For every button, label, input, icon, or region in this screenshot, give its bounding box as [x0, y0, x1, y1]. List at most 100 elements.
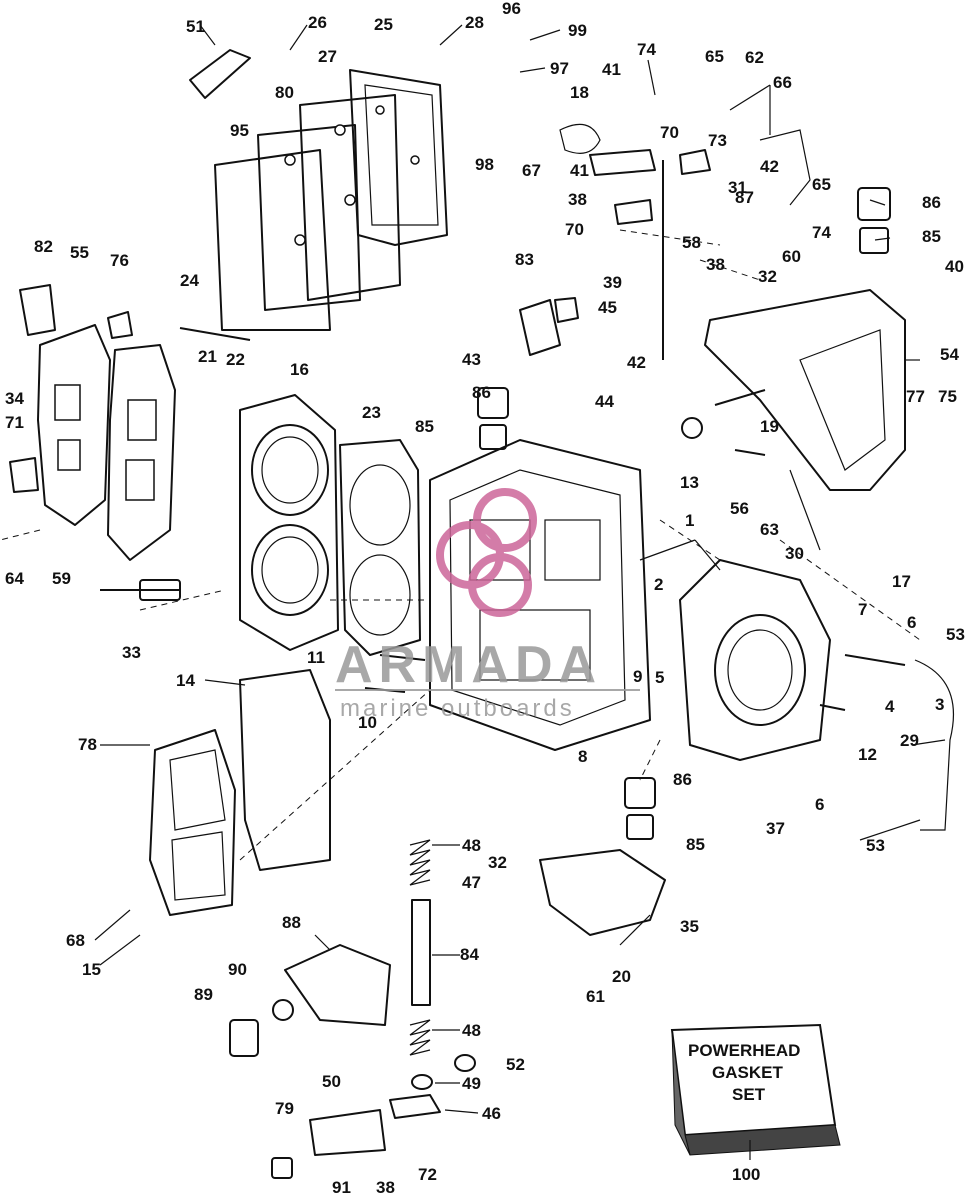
callout-99: 99	[568, 21, 587, 40]
callout-4: 4	[885, 697, 895, 716]
callout-44: 44	[595, 392, 614, 411]
head-gasket	[339, 439, 421, 656]
callout-14: 14	[176, 671, 195, 690]
watermark-brand: ARMADA	[335, 636, 602, 694]
leader-lines	[94, 24, 946, 1114]
callout-32b: 32	[488, 853, 507, 872]
callout-61: 61	[586, 987, 605, 1006]
callout-18: 18	[570, 83, 589, 102]
callout-60: 60	[782, 247, 801, 266]
cylinder-head	[239, 394, 339, 651]
callout-40: 40	[945, 257, 964, 276]
callout-15: 15	[82, 960, 101, 979]
callout-39: 39	[603, 273, 622, 292]
callout-95: 95	[230, 121, 249, 140]
callout-6: 6	[907, 613, 916, 632]
callout-20: 20	[612, 967, 631, 986]
callout-12: 12	[858, 745, 877, 764]
callout-41: 41	[602, 60, 621, 79]
crankcase	[679, 559, 831, 761]
callout-25: 25	[374, 15, 393, 34]
watermark-tagline: marine outboards	[340, 695, 575, 722]
callout-68: 68	[66, 931, 85, 950]
exhaust-cover-assembly	[214, 69, 448, 331]
callout-10: 10	[358, 713, 377, 732]
callout-53b: 53	[866, 836, 885, 855]
callout-82: 82	[34, 237, 53, 256]
callout-46: 46	[482, 1104, 501, 1123]
callout-86: 86	[922, 193, 941, 212]
callout-53: 53	[946, 625, 965, 644]
callout-50: 50	[322, 1072, 341, 1091]
callout-48: 48	[462, 836, 481, 855]
callout-56: 56	[730, 499, 749, 518]
kit-line-2: GASKET	[712, 1063, 783, 1082]
callout-75: 75	[938, 387, 957, 406]
callout-32: 32	[758, 267, 777, 286]
callout-24: 24	[180, 271, 199, 290]
callout-87: 87	[735, 188, 754, 207]
callout-79: 79	[275, 1099, 294, 1118]
callout-97: 97	[550, 59, 569, 78]
callout-70b: 70	[565, 220, 584, 239]
callout-30: 30	[785, 544, 804, 563]
callout-58: 58	[682, 233, 701, 252]
callout-65b: 65	[812, 175, 831, 194]
callout-48b: 48	[462, 1021, 481, 1040]
callout-86c: 86	[673, 770, 692, 789]
intake-cover	[149, 669, 331, 916]
callout-89: 89	[194, 985, 213, 1004]
callout-98: 98	[475, 155, 494, 174]
callout-29: 29	[900, 731, 919, 750]
callout-78: 78	[78, 735, 97, 754]
callout-3: 3	[935, 695, 944, 714]
callout-91: 91	[332, 1178, 351, 1197]
lower-mount-bracket	[539, 849, 666, 936]
kit-line-1: POWERHEAD	[688, 1041, 800, 1060]
callout-7: 7	[858, 600, 867, 619]
callout-83: 83	[515, 250, 534, 269]
callout-45: 45	[598, 298, 617, 317]
rubber-mounts	[477, 187, 891, 840]
callout-8: 8	[578, 747, 587, 766]
callout-28: 28	[465, 13, 484, 32]
callout-52: 52	[506, 1055, 525, 1074]
callout-63: 63	[760, 520, 779, 539]
kit-line-3: SET	[732, 1085, 766, 1104]
powerhead-gasket-set-box: POWERHEAD GASKET SET 100	[670, 1023, 841, 1184]
armada-watermark: ARMADA marine outboards	[335, 488, 640, 722]
callout-5: 5	[655, 668, 664, 687]
callout-26: 26	[308, 13, 327, 32]
callout-96: 96	[502, 0, 521, 18]
hardware	[100, 49, 954, 831]
callout-77: 77	[906, 387, 925, 406]
callout-80: 80	[275, 83, 294, 102]
callout-71: 71	[5, 413, 24, 432]
callout-51: 51	[186, 17, 205, 36]
callout-17: 17	[892, 572, 911, 591]
callout-1: 1	[685, 511, 694, 530]
callout-65: 65	[705, 47, 724, 66]
callout-84: 84	[460, 945, 479, 964]
throttle-linkage	[519, 123, 811, 360]
callout-67: 67	[522, 161, 541, 180]
callout-85b: 85	[415, 417, 434, 436]
callout-34: 34	[5, 389, 24, 408]
callout-38: 38	[568, 190, 587, 209]
stator-bracket	[229, 944, 391, 1057]
callout-38c: 38	[376, 1178, 395, 1197]
callout-47: 47	[462, 873, 481, 892]
callout-6b: 6	[815, 795, 824, 814]
callout-66: 66	[773, 73, 792, 92]
callout-59: 59	[52, 569, 71, 588]
callout-100: 100	[732, 1165, 760, 1184]
callout-74b: 74	[812, 223, 831, 242]
callout-19: 19	[760, 417, 779, 436]
callout-22: 22	[226, 350, 245, 369]
alignment-lines	[0, 229, 921, 861]
callout-2: 2	[654, 575, 663, 594]
callout-42b: 42	[627, 353, 646, 372]
callout-49: 49	[462, 1074, 481, 1093]
callout-21: 21	[198, 347, 217, 366]
